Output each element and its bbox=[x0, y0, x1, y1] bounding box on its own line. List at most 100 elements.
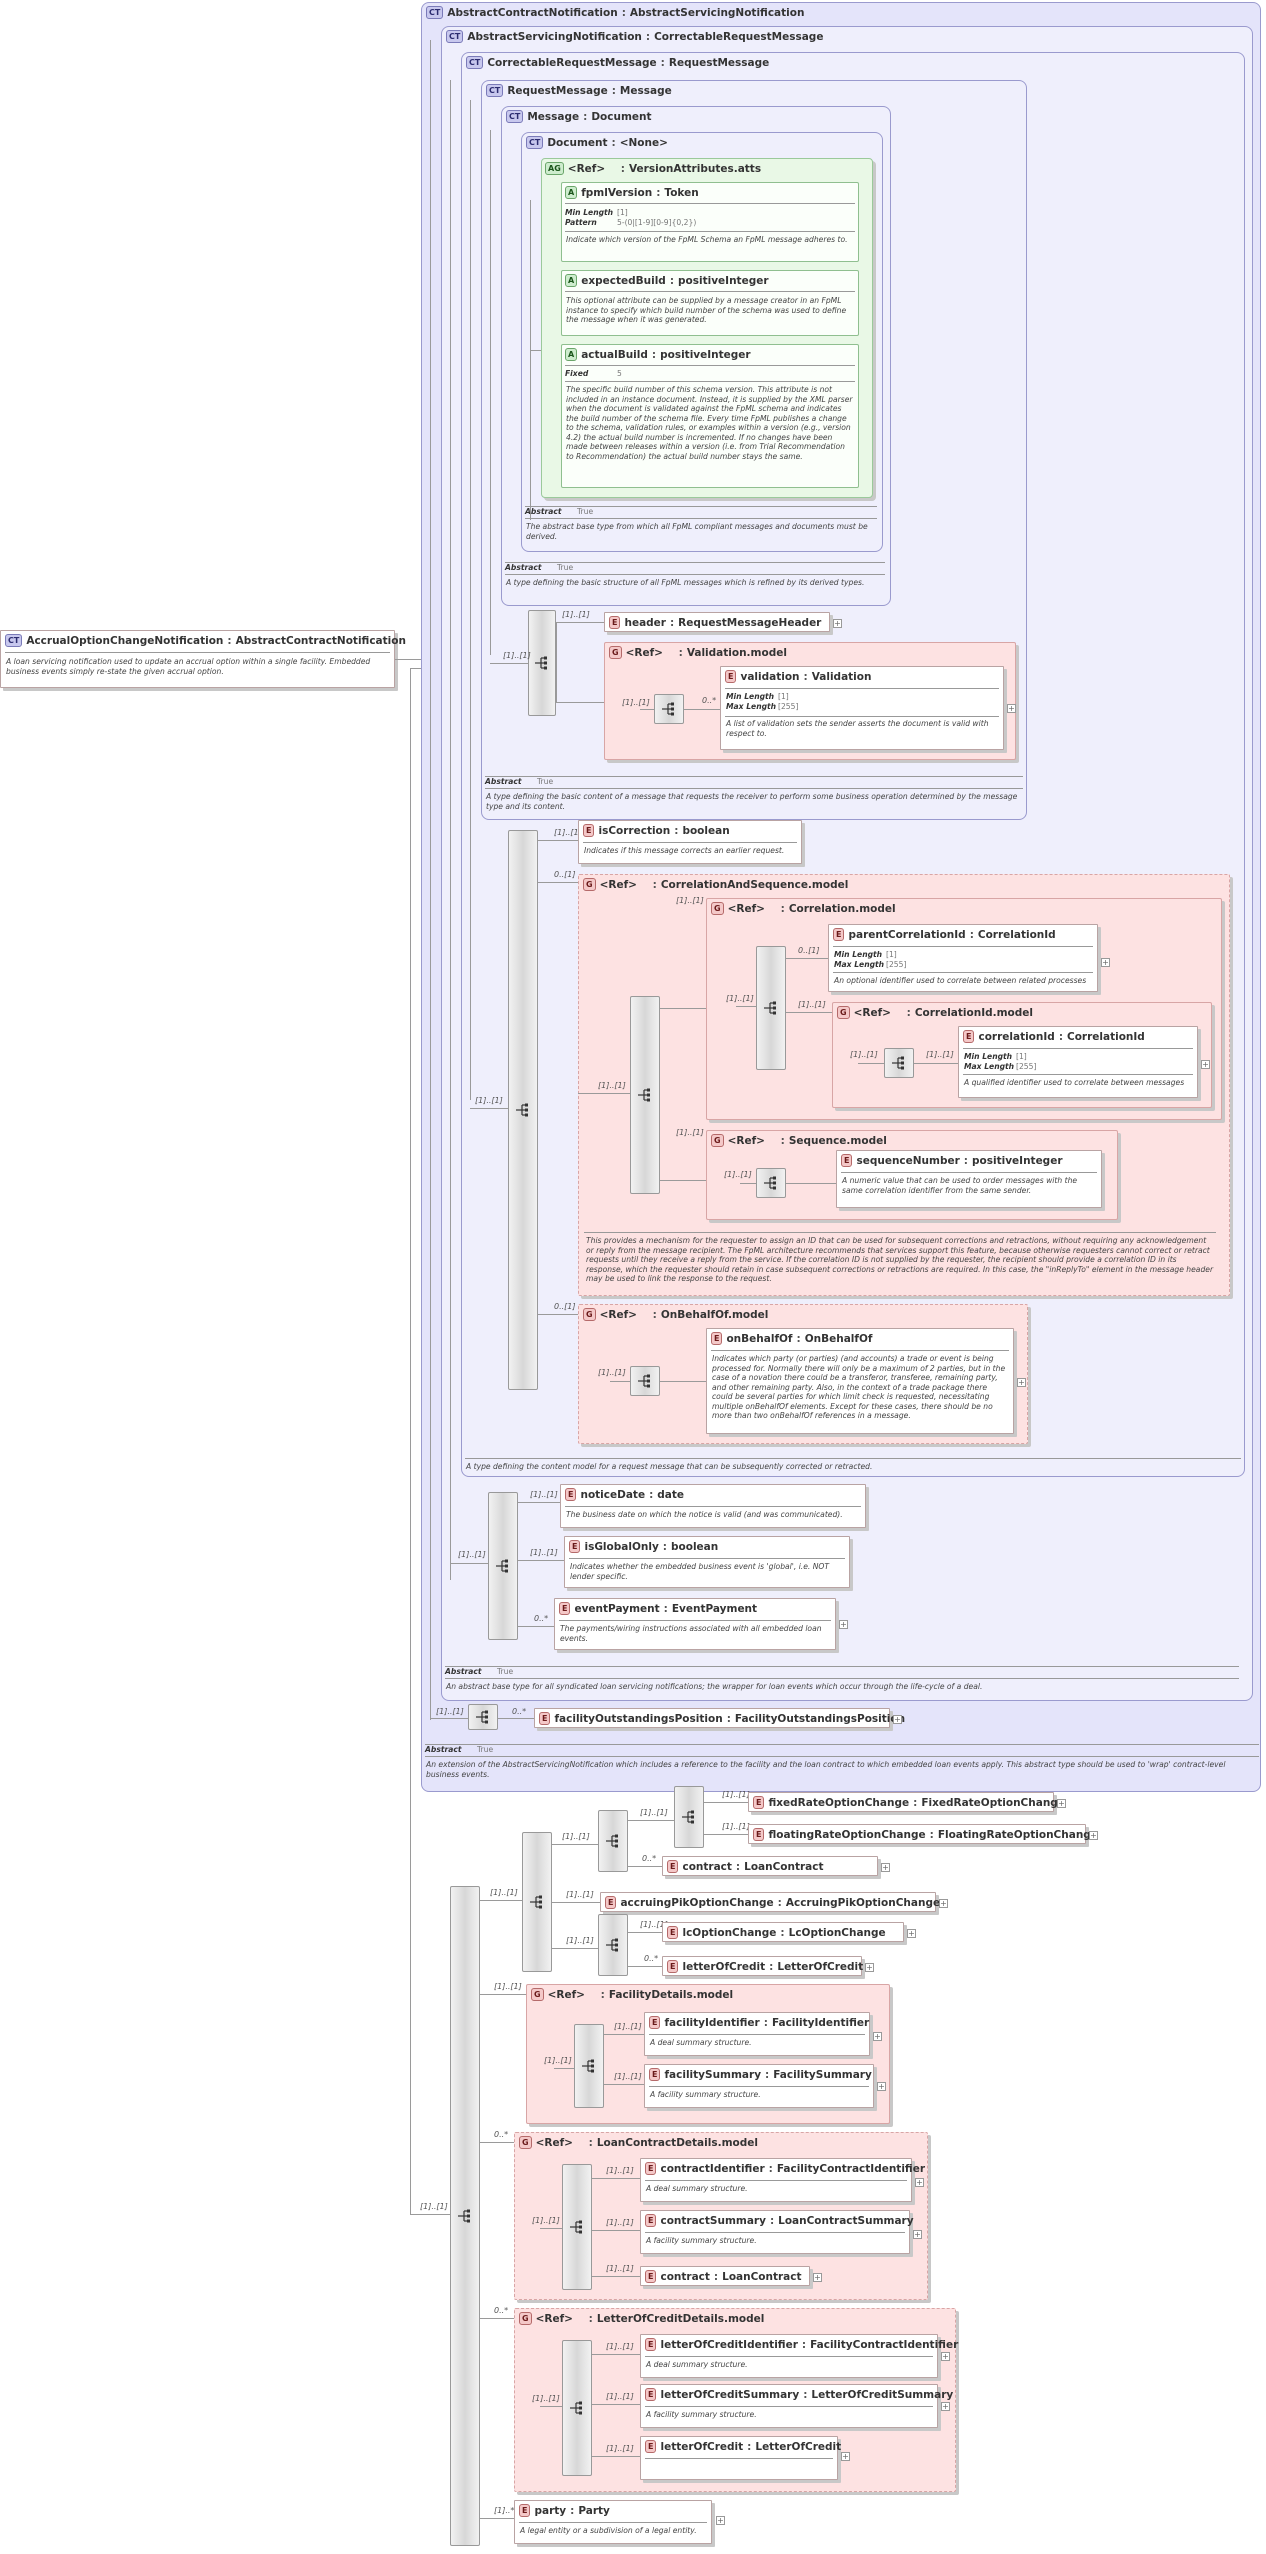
el-description: A qualified identifier used to correlate… bbox=[964, 1078, 1185, 1087]
expand-icon[interactable]: + bbox=[939, 1899, 948, 1908]
sequence-compositor-icon bbox=[606, 1834, 618, 1848]
expand-icon[interactable]: + bbox=[716, 2516, 725, 2525]
e-badge-icon: E bbox=[841, 1154, 853, 1167]
element-el_seqnum[interactable] bbox=[836, 1150, 1102, 1208]
element-name: letterOfCreditSummary bbox=[660, 2389, 800, 2401]
element-el_contract1[interactable] bbox=[662, 1856, 878, 1876]
expand-icon[interactable]: + bbox=[877, 2082, 886, 2091]
seq-cardinality: [1]..[1] bbox=[566, 1936, 594, 1945]
expand-icon[interactable]: + bbox=[839, 1620, 848, 1629]
expand-icon[interactable]: + bbox=[1017, 1378, 1026, 1387]
element-el_loc1[interactable] bbox=[662, 1956, 862, 1976]
root-element[interactable] bbox=[0, 630, 395, 688]
attribute-fpmlVersion[interactable] bbox=[561, 182, 859, 262]
group-seq-card: [1]..[1] bbox=[724, 1170, 752, 1179]
expand-icon[interactable]: + bbox=[833, 619, 842, 628]
expand-icon[interactable]: + bbox=[1057, 1799, 1066, 1808]
expand-icon[interactable]: + bbox=[1007, 704, 1016, 713]
expand-icon[interactable]: + bbox=[881, 1863, 890, 1872]
expand-icon[interactable]: + bbox=[941, 2402, 950, 2411]
element-name: party bbox=[534, 2505, 567, 2517]
element-name: parentCorrelationId bbox=[848, 929, 966, 941]
corrseq-description: This provides a mechanism for the reques… bbox=[586, 1236, 1214, 1283]
element-type: RequestMessageHeader bbox=[678, 617, 822, 629]
expand-icon[interactable]: + bbox=[941, 2352, 950, 2361]
group-seq-card: [1]..[1] bbox=[622, 698, 650, 707]
ct-badge-icon: CT bbox=[466, 56, 484, 69]
element-type: FacilityOutstandingsPosition bbox=[734, 1713, 906, 1725]
element-el_isglobal[interactable] bbox=[564, 1536, 850, 1588]
sequence-compositor-icon bbox=[638, 1088, 650, 1102]
element-el_obo[interactable] bbox=[706, 1328, 1014, 1434]
group-seq-card: [1]..[1] bbox=[598, 1081, 626, 1090]
expand-icon[interactable]: + bbox=[841, 2452, 850, 2461]
expand-icon[interactable]: + bbox=[865, 1963, 874, 1972]
element-el_contract2[interactable] bbox=[640, 2266, 810, 2286]
element-el_fixed[interactable] bbox=[748, 1792, 1054, 1812]
element-el_validation[interactable] bbox=[720, 666, 1004, 750]
seq-cardinality: [1]..[1] bbox=[490, 1888, 518, 1897]
element-type: CorrelationId bbox=[977, 929, 1056, 941]
g-badge-icon: G bbox=[609, 646, 622, 659]
el-min-length: Min Length[1] bbox=[726, 692, 789, 702]
el-description: A deal summary structure. bbox=[646, 2360, 748, 2369]
seq-cardinality: [1]..[1] bbox=[503, 651, 531, 660]
element-el_header[interactable] bbox=[604, 612, 830, 632]
attr-fixed-value: 5 bbox=[617, 369, 622, 378]
element-el_payment[interactable] bbox=[554, 1598, 836, 1650]
element-name: validation bbox=[740, 671, 800, 683]
expand-icon[interactable]: + bbox=[873, 2032, 882, 2041]
sequence-validation bbox=[654, 694, 684, 724]
card-contractid: [1]..[1] bbox=[606, 2166, 634, 2175]
sequence-locdetails bbox=[562, 2340, 592, 2476]
group-title: G<Ref> :Correlation.model bbox=[711, 902, 896, 915]
element-type: FixedRateOptionChange bbox=[921, 1797, 1065, 1809]
card-corr: [1]..[1] bbox=[676, 896, 704, 905]
el-description: Indicates whether the embedded business … bbox=[570, 1562, 830, 1581]
element-el_fop[interactable] bbox=[534, 1708, 890, 1728]
element-el_floating[interactable] bbox=[748, 1824, 1086, 1844]
element-el_corrid[interactable] bbox=[958, 1026, 1198, 1098]
el-max-length-value: [255] bbox=[778, 702, 799, 711]
expand-icon[interactable]: + bbox=[1089, 1831, 1098, 1840]
group-ref: <Ref> bbox=[547, 1989, 585, 2001]
el-description: A deal summary structure. bbox=[646, 2184, 748, 2193]
el-description: A list of validation sets the sender ass… bbox=[726, 719, 989, 738]
element-el_lcoption[interactable] bbox=[662, 1922, 904, 1942]
type-name: CorrectableRequestMessage bbox=[487, 57, 657, 69]
rm-abstract-label: Abstract bbox=[485, 777, 522, 786]
sequence-compositor-icon bbox=[582, 2059, 594, 2073]
group-name: Validation.model bbox=[686, 647, 787, 659]
expand-icon[interactable]: + bbox=[893, 1715, 902, 1724]
group-title: G<Ref> :CorrelationId.model bbox=[837, 1006, 1033, 1019]
attr-name: expectedBuild bbox=[581, 275, 666, 287]
element-type: LoanContractSummary bbox=[778, 2215, 914, 2227]
card-noticedate: [1]..[1] bbox=[530, 1490, 558, 1499]
expand-icon[interactable]: + bbox=[1101, 958, 1110, 967]
doc-abstract-label: Abstract bbox=[525, 507, 562, 516]
expand-icon[interactable]: + bbox=[907, 1929, 916, 1938]
expand-icon[interactable]: + bbox=[915, 2178, 924, 2187]
group-ref: <Ref> bbox=[535, 2137, 573, 2149]
e-badge-icon: E bbox=[753, 1796, 765, 1809]
expand-icon[interactable]: + bbox=[913, 2230, 922, 2239]
element-name: contract bbox=[660, 2271, 710, 2283]
element-name: fixedRateOptionChange bbox=[768, 1797, 910, 1809]
type-base: Document bbox=[591, 111, 652, 123]
card-corrid: [1]..[1] bbox=[798, 1000, 826, 1009]
element-el_parentcorr[interactable] bbox=[828, 924, 1098, 992]
expand-icon[interactable]: + bbox=[813, 2273, 822, 2282]
attribute-actualBuild[interactable] bbox=[561, 344, 859, 488]
attribute-expectedBuild[interactable] bbox=[561, 270, 859, 336]
element-el_accruingpik[interactable] bbox=[600, 1892, 936, 1912]
expand-icon[interactable]: + bbox=[1201, 1060, 1210, 1069]
e-badge-icon: E bbox=[565, 1488, 577, 1501]
el-min-length-value: [1] bbox=[1016, 1052, 1027, 1061]
rm-abstract-value: True bbox=[537, 777, 554, 786]
